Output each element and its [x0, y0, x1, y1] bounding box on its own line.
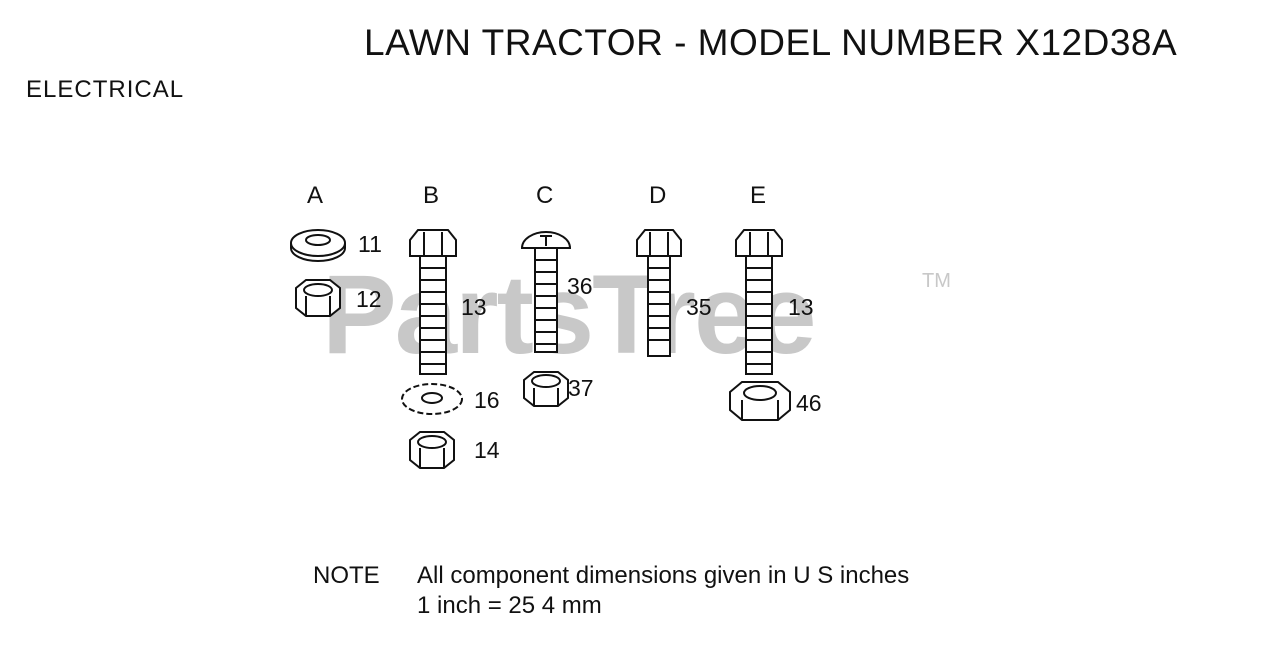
page-title: LAWN TRACTOR - MODEL NUMBER X12D38A [364, 22, 1178, 63]
note-text-line-1: All component dimensions given in U S in… [417, 562, 910, 589]
lock-nut-icon [295, 279, 341, 317]
note-text-line-2: 1 inch = 25 4 mm [417, 592, 602, 619]
part-number-11: 11 [358, 231, 382, 257]
part-number-14: 14 [474, 437, 500, 463]
part-number-46: 46 [796, 390, 822, 416]
section-label: ELECTRICAL [26, 76, 185, 103]
group-label-c: C [536, 182, 554, 209]
lock-washer-icon [290, 229, 346, 262]
note-label: NOTE [313, 562, 380, 589]
part-number-13: 13 [788, 294, 814, 320]
part-number-16: 16 [474, 387, 500, 413]
trademark-mark: TM [922, 270, 951, 292]
star-washer-icon [401, 383, 463, 415]
group-label-d: D [649, 182, 667, 209]
part-number-13: 13 [461, 294, 487, 320]
hex-bolt-icon [636, 229, 682, 357]
lock-nut-icon [409, 431, 455, 469]
watermark-logo: PartsTree [322, 252, 817, 377]
part-number-35: 35 [686, 294, 712, 320]
part-number-36: 36 [567, 273, 593, 299]
group-label-b: B [423, 182, 440, 209]
part-number-37: 37 [568, 375, 594, 401]
lock-nut-icon [523, 371, 569, 407]
carriage-bolt-icon [520, 231, 572, 353]
hex-bolt-icon [409, 229, 457, 375]
part-number-12: 12 [356, 286, 382, 312]
group-label-e: E [750, 182, 767, 209]
hex-bolt-icon [735, 229, 783, 375]
hex-nut-icon [729, 381, 791, 421]
group-label-a: A [307, 182, 324, 209]
